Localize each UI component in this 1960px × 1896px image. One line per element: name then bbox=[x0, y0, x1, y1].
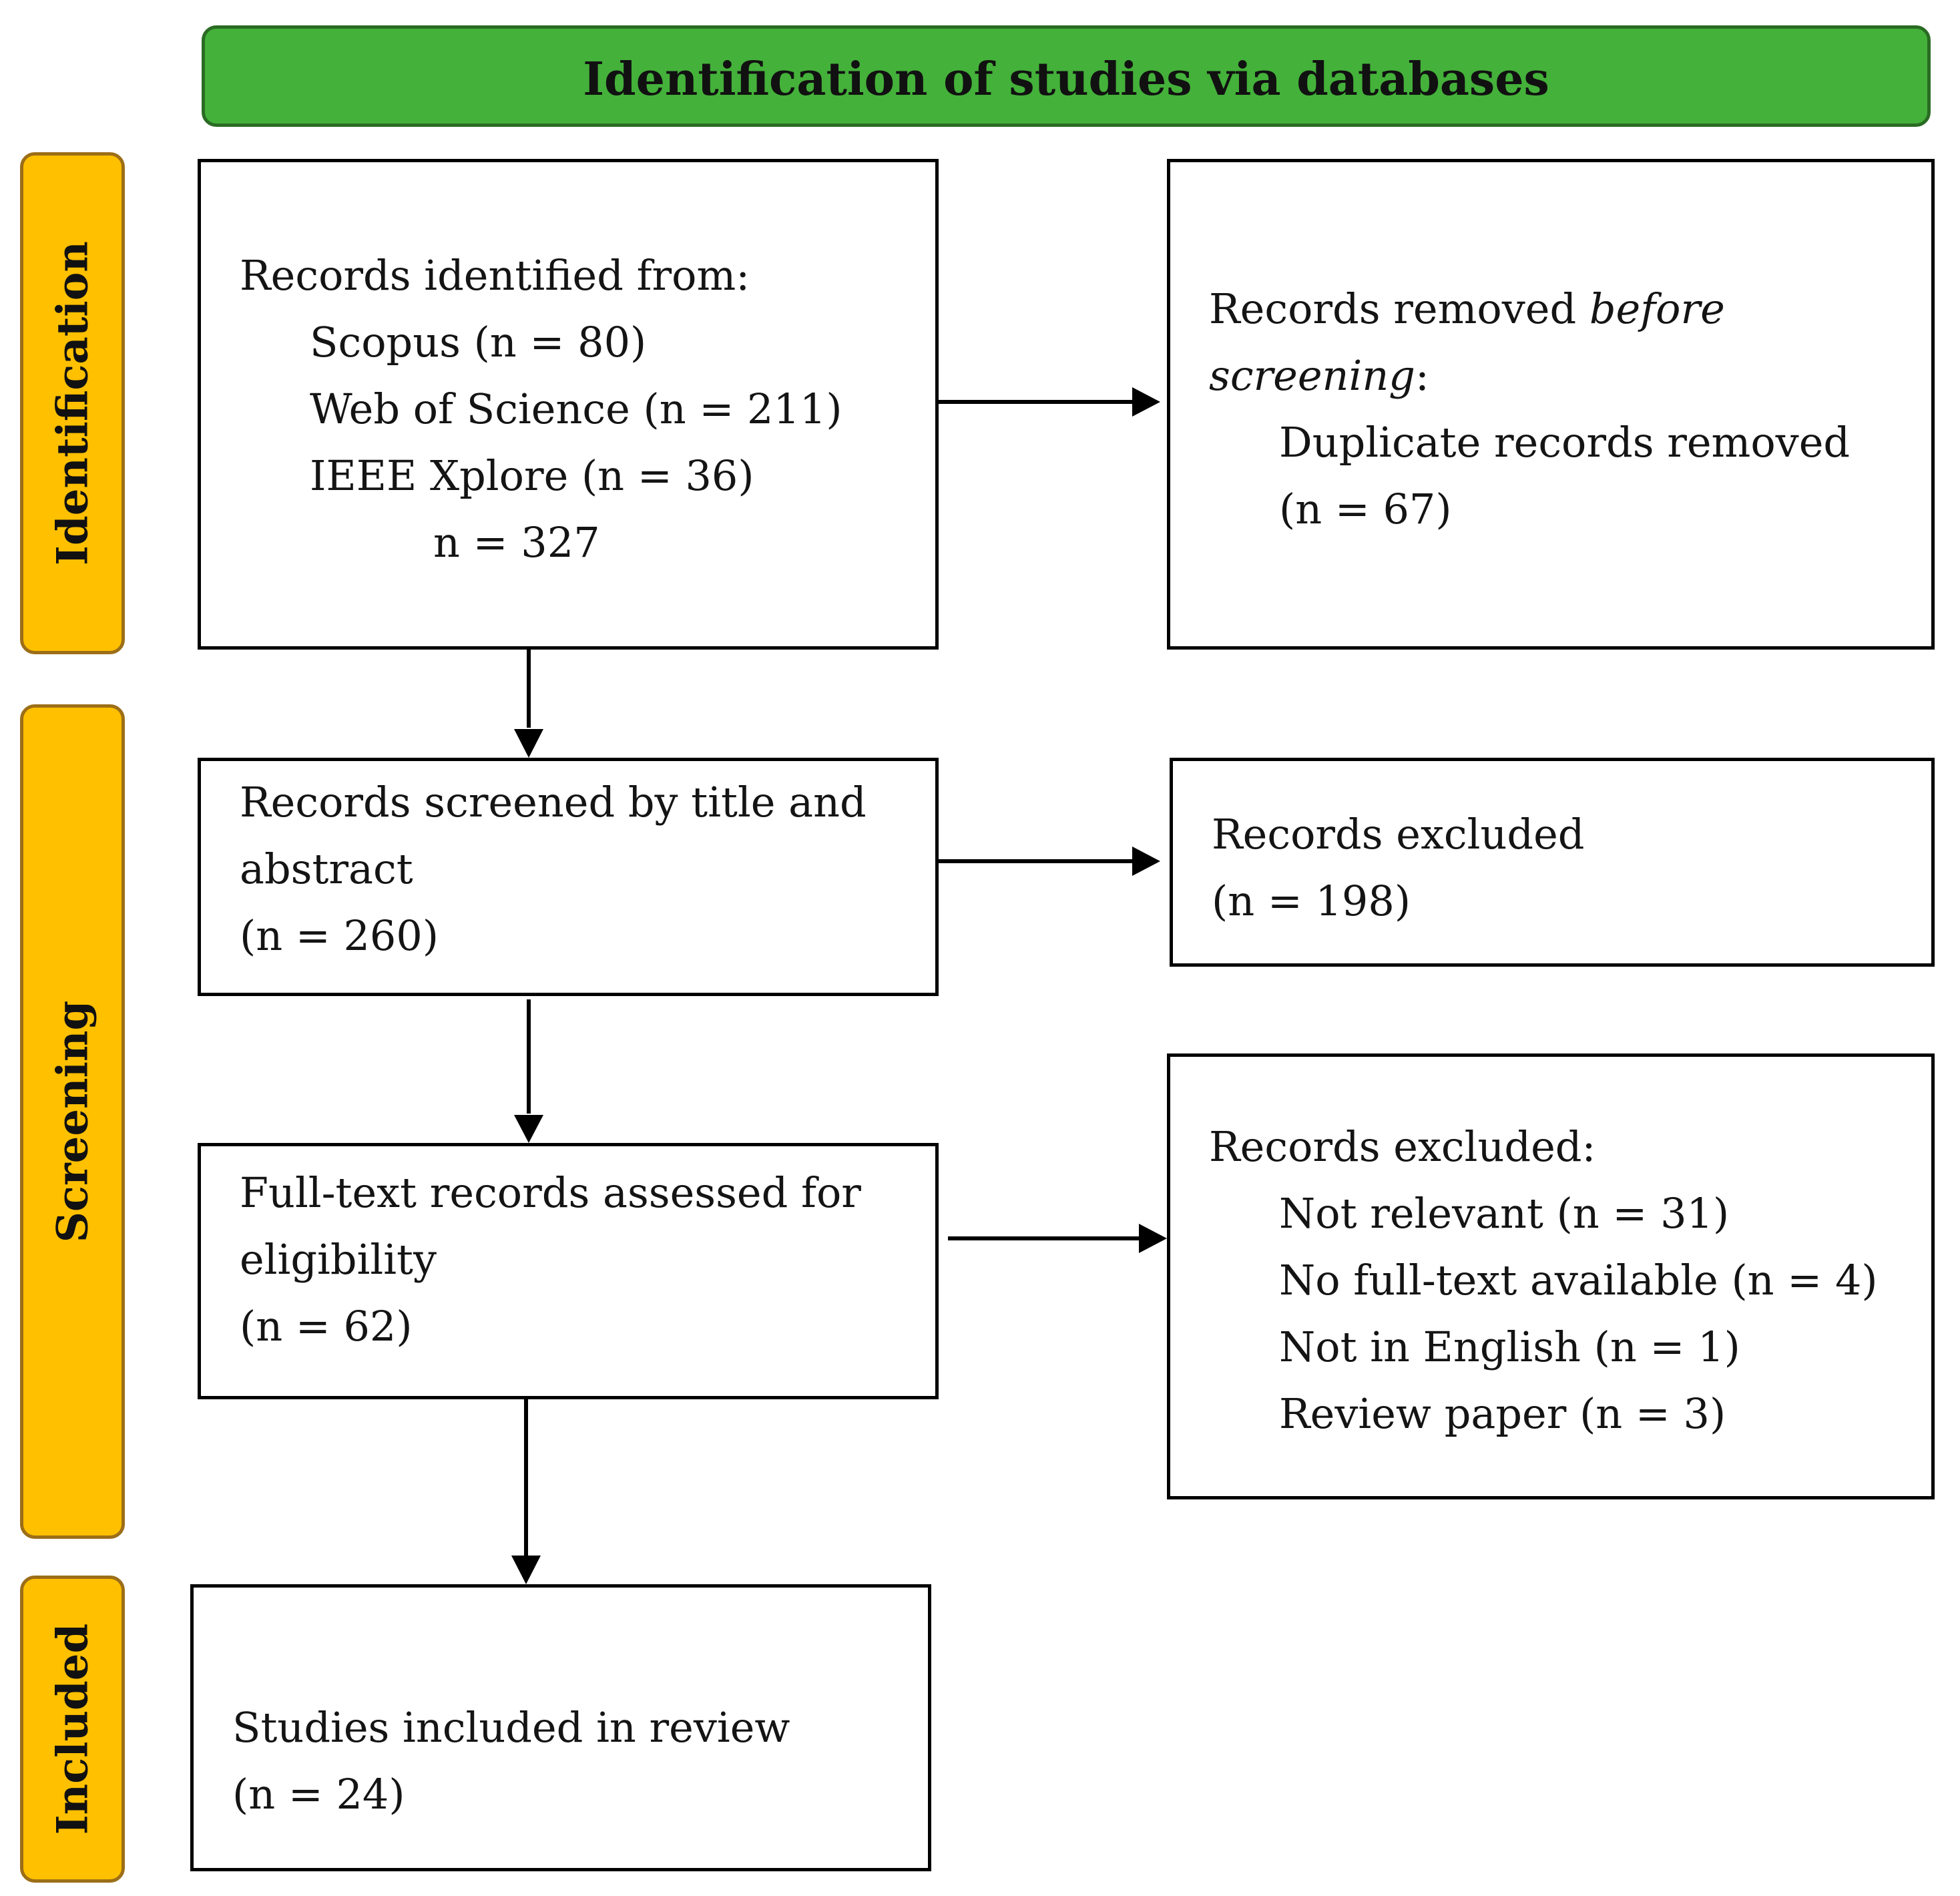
source-web-of-science: Web of Science (n = 211) bbox=[310, 385, 842, 433]
arrowhead-screened-to-fulltext bbox=[514, 1115, 543, 1143]
studies-included-count: (n = 24) bbox=[232, 1770, 405, 1819]
duplicate-records-label: Duplicate records removed bbox=[1279, 418, 1851, 467]
exclusion-reason-not-relevant: Not relevant (n = 31) bbox=[1279, 1189, 1730, 1238]
records-excluded-fulltext-box: Records excluded: Not relevant (n = 31) … bbox=[1167, 1053, 1935, 1499]
arrowhead-fulltext-to-included bbox=[511, 1556, 541, 1584]
records-excluded-screening-count: (n = 198) bbox=[1212, 877, 1411, 925]
records-screened-count: (n = 260) bbox=[240, 911, 439, 960]
arrowhead-fulltext-to-excluded bbox=[1139, 1224, 1167, 1253]
records-removed-line1: Records removed before bbox=[1209, 276, 1725, 342]
fulltext-assessed-count: (n = 62) bbox=[240, 1302, 413, 1351]
records-removed-before: before bbox=[1589, 284, 1725, 333]
records-excluded-screening-label: Records excluded bbox=[1212, 810, 1585, 859]
stage-identification: Identification bbox=[20, 152, 125, 654]
fulltext-assessed-line2: eligibility bbox=[240, 1235, 437, 1284]
records-identified-title: Records identified from: bbox=[240, 251, 750, 300]
records-removed-colon: : bbox=[1415, 351, 1429, 400]
duplicate-records-count: (n = 67) bbox=[1279, 485, 1452, 533]
records-removed-line2: screening: bbox=[1209, 342, 1429, 409]
arrowhead-identified-to-screened bbox=[514, 729, 543, 758]
records-identified-total: n = 327 bbox=[433, 518, 600, 567]
fulltext-assessed-line1: Full-text records assessed for bbox=[240, 1168, 861, 1217]
records-screened-box: Records screened by title and abstract (… bbox=[198, 758, 939, 996]
arrowhead-screened-to-excluded bbox=[1132, 847, 1160, 876]
fulltext-assessed-box: Full-text records assessed for eligibili… bbox=[198, 1143, 939, 1399]
exclusion-reason-not-english: Not in English (n = 1) bbox=[1279, 1323, 1740, 1371]
exclusion-reason-no-fulltext: No full-text available (n = 4) bbox=[1279, 1256, 1878, 1305]
header-banner: Identification of studies via databases bbox=[202, 25, 1931, 127]
records-excluded-fulltext-title: Records excluded: bbox=[1209, 1122, 1596, 1171]
source-scopus: Scopus (n = 80) bbox=[310, 318, 647, 367]
stage-screening: Screening bbox=[20, 704, 125, 1539]
records-removed-screening: screening bbox=[1209, 351, 1415, 400]
studies-included-label: Studies included in review bbox=[232, 1703, 790, 1752]
source-ieee-xplore: IEEE Xplore (n = 36) bbox=[310, 451, 754, 500]
stage-included: Included bbox=[20, 1576, 125, 1883]
records-screened-line1: Records screened by title and bbox=[240, 778, 867, 826]
studies-included-box: Studies included in review (n = 24) bbox=[190, 1584, 931, 1871]
records-removed-box: Records removed before screening: Duplic… bbox=[1167, 159, 1935, 650]
header-title: Identification of studies via databases bbox=[583, 53, 1549, 106]
records-excluded-screening-box: Records excluded (n = 198) bbox=[1170, 758, 1935, 967]
records-removed-prefix: Records removed bbox=[1209, 284, 1589, 333]
records-identified-box: Records identified from: Scopus (n = 80)… bbox=[198, 159, 939, 650]
records-screened-line2: abstract bbox=[240, 845, 413, 893]
arrowhead-identified-to-removed bbox=[1132, 387, 1160, 417]
exclusion-reason-review-paper: Review paper (n = 3) bbox=[1279, 1389, 1726, 1438]
